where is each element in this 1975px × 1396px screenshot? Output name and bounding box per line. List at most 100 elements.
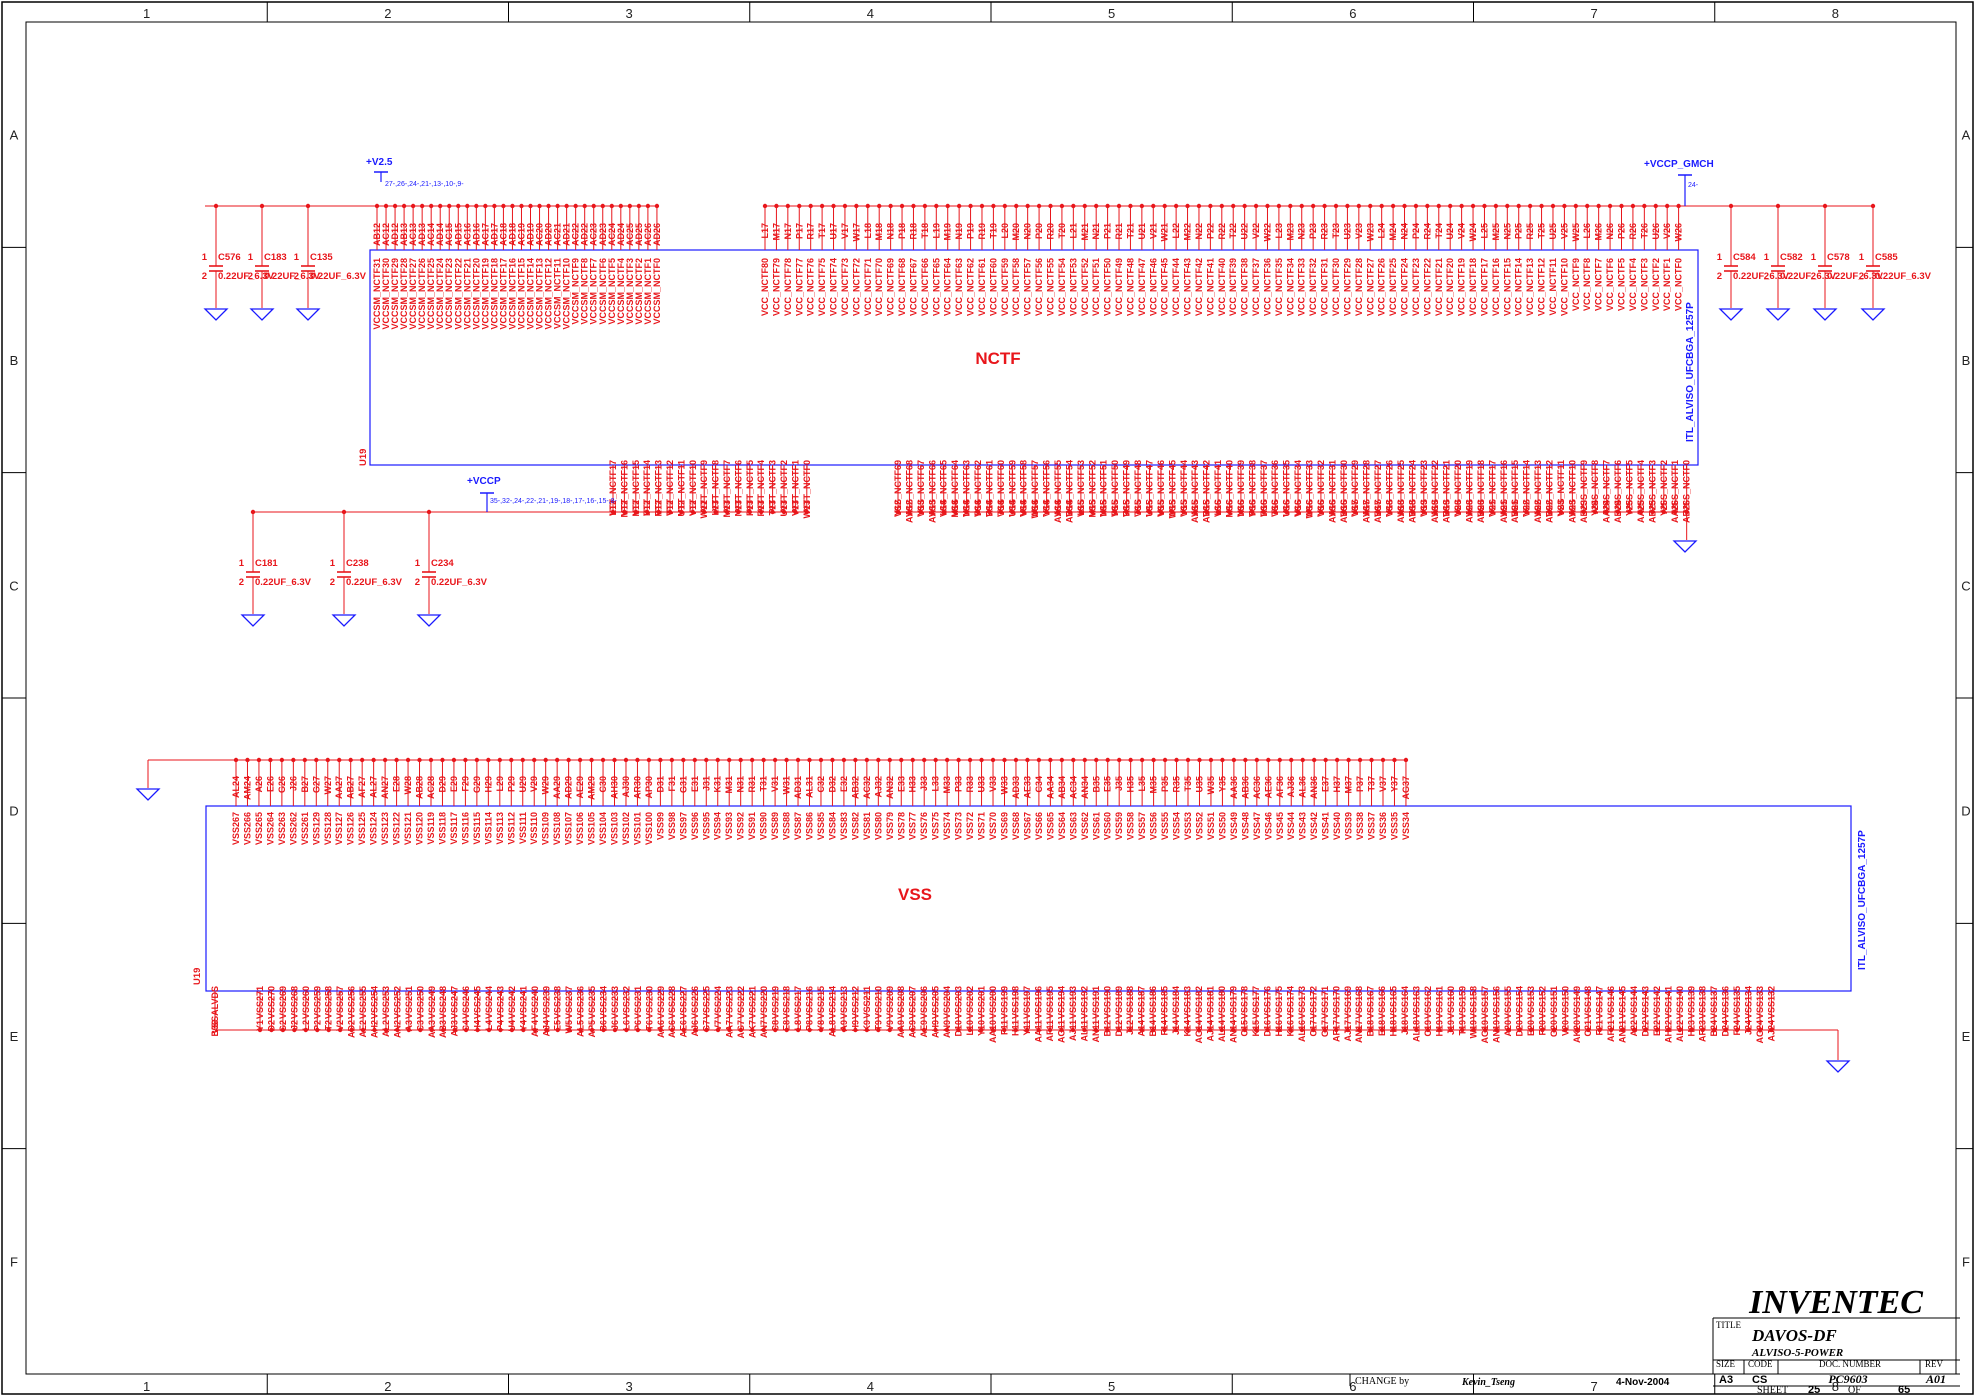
vss-pin-name: VSS38	[1355, 812, 1365, 840]
vss-ball-label: A3	[404, 1020, 414, 1032]
nctf-pin-name: VCC_NCTF52	[1080, 258, 1090, 316]
vss-pin-name: VSS216	[805, 986, 815, 1019]
nctf-pin-name: VTT_NCTF3	[768, 460, 778, 511]
nctf-ball-label: U25	[1548, 223, 1558, 240]
vss-pin-name: VSS58	[1126, 812, 1136, 840]
capacitor-pin2-label: 2	[202, 271, 207, 282]
vss-ball-label: AA6	[656, 1020, 666, 1038]
vss-pin-name: VSS209	[885, 986, 895, 1019]
vss-pin-name: VSS128	[323, 812, 333, 845]
vss-pin-name: VSS233	[610, 986, 620, 1019]
vss-pin-name: VSS237	[564, 986, 574, 1019]
nctf-ball-label: M18	[874, 223, 884, 241]
nctf-ball-label: AD25	[634, 223, 644, 246]
nctf-ball-label: Y16	[1316, 500, 1326, 516]
vss-ball-label: P8	[805, 1020, 815, 1031]
nctf-ball-label: AD24	[616, 223, 626, 246]
vss-pin-name: VSS53	[1183, 812, 1193, 840]
vss-pin-name: VSS193	[1068, 986, 1078, 1019]
vss-ball-label: C19	[1423, 1020, 1433, 1037]
vss-pin-name: VSS143	[1640, 986, 1650, 1019]
net-vccp: +VCCP 35-,32-,24-,22-,21-,19-,18-,17-,16…	[467, 476, 618, 512]
vss-pin-name: VSS220	[759, 986, 769, 1019]
vss-pin-name: VSS61	[1091, 812, 1101, 840]
of-value: 65	[1898, 1384, 1910, 1396]
vss-pin-name: VSS212	[850, 986, 860, 1019]
nctf-pin-name: VCC_NCTF3	[1639, 258, 1649, 311]
vss-pin-name: VSS104	[598, 812, 608, 845]
vss-pin-name: VSS77	[908, 812, 918, 840]
vss-ball-label: L6	[621, 1020, 631, 1031]
nctf-ball-label: Y18	[1384, 500, 1394, 516]
nctf-ball-label: U16	[1282, 500, 1292, 517]
nctf-ball-label: Y22	[1522, 500, 1532, 516]
nctf-ball-label: L24	[1377, 223, 1387, 239]
nctf-ball-label: U24	[1445, 223, 1455, 240]
vss-ball-label: T35	[1183, 776, 1193, 792]
nctf-pin-name: VSS_NCTF22	[1430, 460, 1440, 517]
vss-pin-name: VSS146	[1606, 986, 1616, 1019]
nctf-ball-label: U17	[829, 223, 839, 240]
nctf-ball-label: V16	[1293, 500, 1303, 516]
nctf-pin-name: VCCSM_NCTF2	[634, 258, 644, 325]
vss-ball-label: AM29	[587, 776, 597, 800]
nctf-ball-label: M17	[771, 223, 781, 241]
nctf-ball-label: W21	[1160, 223, 1170, 242]
nctf-pin-name: VSS_NCTF13	[1533, 460, 1543, 517]
nctf-pin-name: VCCSM_NCTF31	[372, 258, 382, 330]
nctf-ball-label: L14	[939, 500, 949, 516]
vss-ball-label: T9	[873, 1020, 883, 1031]
nctf-pin-name: VCC_NCTF25	[1388, 258, 1398, 316]
ground-icon	[249, 308, 275, 321]
vss-ball-label: C34	[1034, 776, 1044, 793]
vss-ball-label: B36	[210, 1020, 220, 1037]
vss-pin-name: VSS134	[1744, 986, 1754, 1019]
vss-pin-name: VSS235	[587, 986, 597, 1019]
nctf-pin-name: VCCSM_NCTF1	[643, 258, 653, 325]
nctf-pin-name: VCC_NCTF34	[1285, 258, 1295, 316]
capacitor-pin2-label: 2	[1859, 271, 1864, 282]
nctf-pin-name: VCCSM_NCTF29	[390, 258, 400, 330]
vss-ball-label: AG37	[1401, 776, 1411, 800]
vss-ball-label: AN19	[1492, 1020, 1502, 1043]
nctf-pins: AB12VCCSM_NCTF31AC12VCCSM_NCTF30AD12VCCS…	[205, 203, 1875, 540]
vss-ball-label: B14	[1148, 1020, 1158, 1037]
vss-ball-label: V7	[713, 1020, 723, 1031]
vss-ball-label: J24	[1744, 1020, 1754, 1035]
nctf-pin-name: VCC_NCTF11	[1548, 258, 1558, 316]
vss-ball-label: AE36	[1263, 776, 1273, 799]
vss-pin-name: VSS230	[644, 986, 654, 1019]
nctf-pin-name: VCC_NCTF64	[943, 258, 953, 316]
nctf-pin-name: VSS_NCTF64	[950, 460, 960, 517]
vss-pin-name: VSS78	[896, 812, 906, 840]
nctf-pin-name: VCC_NCTF62	[966, 258, 976, 316]
nctf-ball-label: M12	[619, 500, 629, 518]
nctf-ball-label: M19	[943, 223, 953, 241]
vss-pin-name: VSS106	[575, 812, 585, 845]
nctf-ball-label: M26	[1594, 223, 1604, 241]
vss-pin-name: VSS149	[1572, 986, 1582, 1019]
vss-ball-label: W33	[999, 776, 1009, 795]
nctf-ball-label: V22	[1251, 223, 1261, 239]
nctf-ball-label: M14	[950, 500, 960, 518]
vss-ball-label: AN34	[1080, 776, 1090, 799]
nctf-pin-name: VCC_NCTF33	[1297, 258, 1307, 316]
nctf-ball-label: W23	[1365, 223, 1375, 242]
vss-pin-name: VSS126	[346, 812, 356, 845]
vss-pin-name: VSS111	[518, 812, 528, 844]
nctf-pin-name: VCC_NCTF29	[1342, 258, 1352, 316]
nctf-ball-label: W26	[1674, 223, 1684, 242]
nctf-ball-label: R19	[977, 223, 987, 240]
nctf-pin-name: VCC_NCTF58	[1011, 258, 1021, 316]
vss-ball-label: C21	[1583, 1020, 1593, 1037]
vss-pin-name: VSS164	[1400, 986, 1410, 1019]
vss-ball-label: B27	[300, 776, 310, 793]
vss-pin-name: VSS270	[266, 986, 276, 1019]
capacitor-value: 0.22UF_6.3V	[255, 577, 312, 588]
vss-pin-name: VSSALVDS	[210, 986, 220, 1034]
vss-ball-label: Y10	[976, 1020, 986, 1036]
nctf-pin-name: VCC_NCTF16	[1491, 258, 1501, 316]
nctf-pin-name: VCC_NCTF77	[794, 258, 804, 316]
vss-ball-label: AH9	[931, 1020, 941, 1038]
